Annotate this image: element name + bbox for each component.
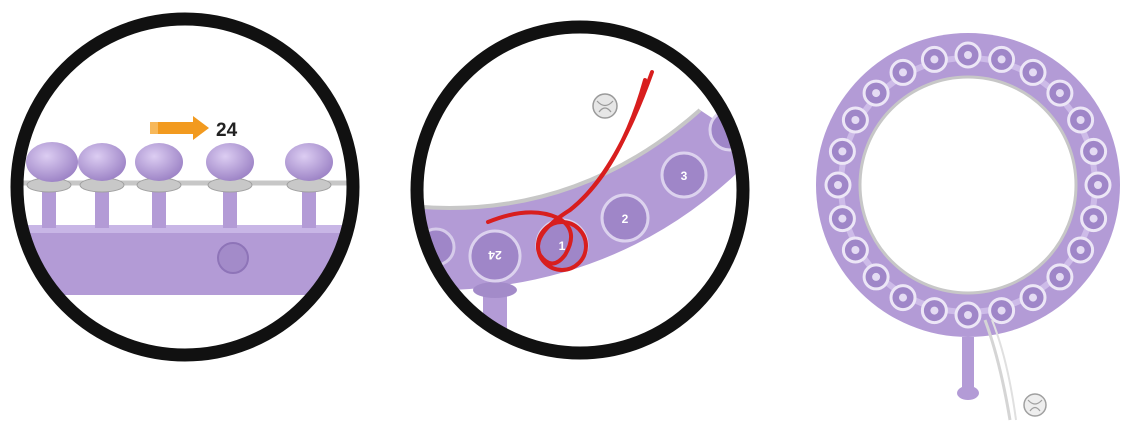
ring-peg-dot xyxy=(930,307,938,315)
yarn-ball-icon xyxy=(593,94,617,118)
ring-peg-dot xyxy=(1077,246,1085,254)
svg-text:3: 3 xyxy=(681,169,688,183)
ring-peg-dot xyxy=(834,181,842,189)
ring-peg-dot xyxy=(930,55,938,63)
ring-peg-dot xyxy=(1090,147,1098,155)
ring-peg-dot xyxy=(1077,116,1085,124)
ring-peg-dot xyxy=(1056,89,1064,97)
ring-peg-dot xyxy=(998,307,1006,315)
ring-peg-dot xyxy=(1094,181,1102,189)
ring-peg-dot xyxy=(998,55,1006,63)
panel-1-side-view: 24 xyxy=(0,19,380,355)
yarn-ball-icon xyxy=(1024,394,1046,416)
svg-text:24: 24 xyxy=(488,248,502,262)
ring-peg-dot xyxy=(964,51,972,59)
ring-peg-dot xyxy=(1056,273,1064,281)
ring-peg-dot xyxy=(1090,215,1098,223)
svg-text:2: 2 xyxy=(622,212,629,226)
loom-stand xyxy=(962,337,974,387)
arrow-label: 24 xyxy=(216,120,238,141)
ring-peg-dot xyxy=(899,68,907,76)
panel-3-full-loom xyxy=(816,33,1120,420)
ring-peg-dot xyxy=(851,116,859,124)
panel-2-closeup: 24 1 2 3 xyxy=(400,27,760,353)
peg-2: 2 xyxy=(602,195,648,241)
ring-peg-dot xyxy=(838,147,846,155)
loom-screw xyxy=(218,243,248,273)
ring-peg-dot xyxy=(851,246,859,254)
ring-peg-dot xyxy=(872,89,880,97)
ring-peg-dot xyxy=(872,273,880,281)
ring-peg-dot xyxy=(899,294,907,302)
svg-text:1: 1 xyxy=(559,239,566,253)
ring-peg-dot xyxy=(1029,68,1037,76)
peg-24: 24 xyxy=(470,231,520,281)
ring-peg-dot xyxy=(964,311,972,319)
ring-peg-dot xyxy=(1029,294,1037,302)
ring-peg-dot xyxy=(838,215,846,223)
peg-3: 3 xyxy=(662,153,706,197)
